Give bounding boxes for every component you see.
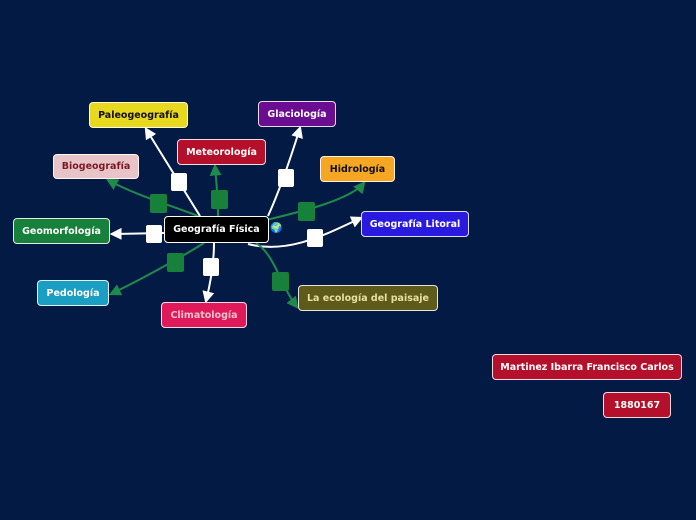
note-label: 1880167 bbox=[613, 399, 661, 411]
topic-label: Geomorfología bbox=[22, 225, 101, 237]
connection-line-paleogeografia bbox=[144, 126, 201, 217]
topic-label: Biogeografía bbox=[61, 161, 131, 172]
connector-handle-geografia-litoral[interactable] bbox=[307, 229, 323, 247]
topic-geografia-litoral[interactable]: Geografía Litoral bbox=[361, 211, 469, 237]
topic-label: Glaciología bbox=[267, 108, 327, 120]
topic-hidrologia[interactable]: Hidrología bbox=[320, 156, 395, 182]
topic-label: Paleogeografía bbox=[98, 109, 179, 121]
topic-ecologia-paisaje[interactable]: La ecología del paisaje bbox=[298, 285, 438, 311]
connector-handle-geomorfologia[interactable] bbox=[146, 225, 162, 243]
topic-geomorfologia[interactable]: Geomorfología bbox=[13, 218, 110, 244]
topic-label: La ecología del paisaje bbox=[307, 292, 429, 304]
connector-handle-ecologia-paisaje[interactable] bbox=[271, 271, 289, 291]
globe-icon: 🌍 bbox=[270, 223, 283, 234]
topic-biogeografia[interactable]: Biogeografía bbox=[53, 154, 139, 179]
connector-handle-pedologia[interactable] bbox=[166, 252, 184, 272]
topic-paleogeografia[interactable]: Paleogeografía bbox=[89, 102, 188, 128]
topic-label: Hidrología bbox=[329, 163, 386, 175]
connector-handle-hidrologia[interactable] bbox=[297, 201, 315, 221]
connection-line-meteorologia bbox=[209, 163, 222, 217]
connection-line-pedologia bbox=[108, 242, 205, 296]
connector-handle-glaciologia[interactable] bbox=[278, 169, 294, 187]
topic-label: Geografía Litoral bbox=[369, 218, 461, 230]
topic-label: Climatología bbox=[170, 309, 238, 321]
topic-label: Meteorología bbox=[186, 146, 257, 158]
central-topic-label: Geografía Física bbox=[173, 224, 260, 235]
topic-pedologia[interactable]: Pedología bbox=[37, 280, 109, 306]
connector-handle-paleogeografia[interactable] bbox=[171, 173, 187, 191]
topic-climatologia[interactable]: Climatología bbox=[161, 302, 247, 328]
topic-glaciologia[interactable]: Glaciología bbox=[258, 101, 336, 127]
connector-handle-biogeografia[interactable] bbox=[149, 193, 167, 213]
connector-handle-climatologia[interactable] bbox=[203, 258, 219, 276]
connection-line-hidrologia bbox=[265, 181, 366, 221]
note-label: Martinez Ibarra Francisco Carlos bbox=[500, 361, 674, 373]
note-student-id[interactable]: 1880167 bbox=[603, 392, 671, 418]
note-author[interactable]: Martinez Ibarra Francisco Carlos bbox=[492, 354, 682, 380]
connector-handle-meteorologia[interactable] bbox=[210, 189, 228, 209]
central-topic[interactable]: Geografía Física bbox=[164, 216, 269, 243]
topic-label: Pedología bbox=[46, 287, 100, 299]
connection-line-ecologia-paisaje bbox=[255, 242, 299, 309]
topic-meteorologia[interactable]: Meteorología bbox=[177, 139, 266, 165]
